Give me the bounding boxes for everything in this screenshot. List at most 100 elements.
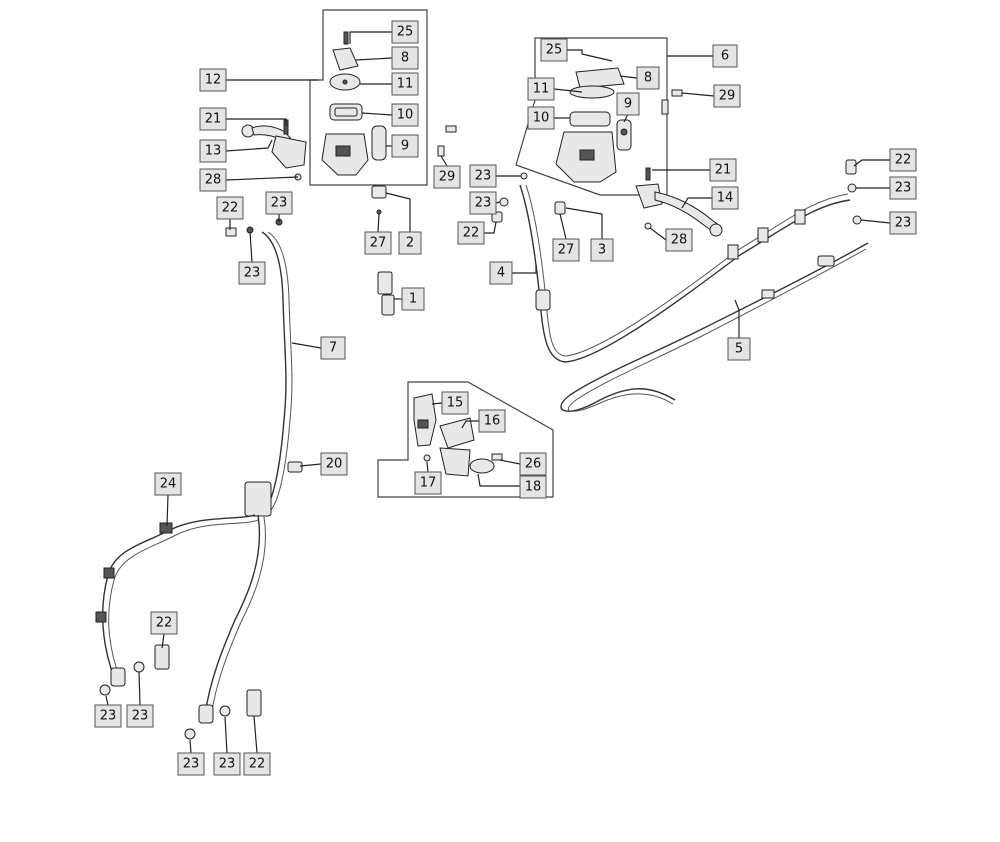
callout-29b: 29 [713, 84, 741, 108]
svg-text:27: 27 [370, 236, 387, 251]
svg-text:23: 23 [219, 757, 236, 772]
svg-text:28: 28 [671, 233, 688, 248]
svg-text:22: 22 [222, 201, 239, 216]
svg-text:15: 15 [447, 396, 464, 411]
svg-text:9: 9 [401, 139, 409, 154]
left-master-cylinder-group-frame [309, 9, 428, 186]
small-fastener-parts [99, 89, 862, 740]
callout-4: 4 [489, 261, 513, 285]
callout-23c: 23 [469, 164, 497, 188]
callout-22c: 22 [457, 221, 485, 245]
svg-text:21: 21 [205, 112, 222, 127]
brake-switch-group-frame [377, 381, 554, 498]
svg-text:23: 23 [132, 709, 149, 724]
callout-14: 14 [711, 186, 739, 210]
callout-13: 13 [199, 139, 227, 163]
callout-3: 3 [590, 238, 614, 262]
svg-text:23: 23 [244, 266, 261, 281]
callout-23e: 23 [469, 191, 497, 215]
svg-text:14: 14 [717, 191, 734, 206]
brake-switch-parts [413, 393, 503, 477]
svg-text:28: 28 [205, 173, 222, 188]
svg-text:25: 25 [546, 43, 563, 58]
callout-2: 2 [398, 231, 422, 255]
svg-text:23: 23 [475, 196, 492, 211]
callout-22d: 22 [150, 611, 178, 635]
callout-10a: 10 [391, 103, 419, 127]
svg-text:24: 24 [160, 477, 177, 492]
callout-6: 6 [712, 44, 738, 68]
callout-23f: 23 [889, 211, 917, 235]
svg-text:17: 17 [420, 476, 437, 491]
callout-23j: 23 [213, 752, 241, 776]
left-master-cylinder-parts [321, 31, 387, 176]
callout-9b: 9 [616, 92, 640, 116]
svg-text:29: 29 [439, 170, 456, 185]
leader-lines [105, 31, 891, 754]
callout-7: 7 [320, 336, 346, 360]
svg-text:23: 23 [895, 181, 912, 196]
svg-text:29: 29 [719, 89, 736, 104]
left-brake-lever-13 [241, 119, 307, 181]
svg-text:12: 12 [205, 73, 222, 88]
callout-16: 16 [478, 409, 506, 433]
svg-text:10: 10 [397, 108, 414, 123]
svg-text:13: 13 [205, 144, 222, 159]
svg-text:22: 22 [463, 226, 480, 241]
callout-21b: 21 [709, 158, 737, 182]
svg-text:4: 4 [497, 266, 505, 281]
callout-24: 24 [154, 472, 182, 496]
svg-text:23: 23 [183, 757, 200, 772]
callout-23i: 23 [177, 752, 205, 776]
svg-text:20: 20 [326, 457, 343, 472]
callout-1: 1 [401, 287, 425, 311]
callout-28a: 28 [199, 168, 227, 192]
right-brake-lever-14 [635, 167, 723, 237]
svg-text:11: 11 [397, 77, 414, 92]
svg-text:21: 21 [715, 163, 732, 178]
callout-10b: 10 [527, 106, 555, 130]
svg-text:1: 1 [409, 292, 417, 307]
svg-text:3: 3 [598, 243, 606, 258]
svg-text:23: 23 [100, 709, 117, 724]
callout-28b: 28 [665, 228, 693, 252]
svg-text:22: 22 [156, 616, 173, 631]
front-brake-hose-7 [95, 231, 293, 724]
callout-23h: 23 [126, 704, 154, 728]
callout-23d: 23 [889, 176, 917, 200]
svg-text:7: 7 [329, 341, 337, 356]
svg-text:26: 26 [525, 457, 542, 472]
svg-text:23: 23 [475, 169, 492, 184]
callout-22b: 22 [889, 148, 917, 172]
svg-text:10: 10 [533, 111, 550, 126]
callout-25b: 25 [540, 38, 568, 62]
callout-5: 5 [727, 337, 751, 361]
callout-17: 17 [414, 471, 442, 495]
svg-text:22: 22 [895, 153, 912, 168]
svg-text:27: 27 [558, 243, 575, 258]
right-master-cylinder-parts [555, 53, 632, 183]
svg-text:25: 25 [397, 25, 414, 40]
callout-12: 12 [199, 68, 227, 92]
callout-26: 26 [519, 452, 547, 476]
callout-23b: 23 [238, 261, 266, 285]
callout-22e: 22 [243, 752, 271, 776]
callout-23g: 23 [94, 704, 122, 728]
callout-23a: 23 [265, 191, 293, 215]
callout-22a: 22 [216, 196, 244, 220]
callout-29a: 29 [433, 165, 461, 189]
svg-text:8: 8 [401, 51, 409, 66]
callout-11b: 11 [527, 77, 555, 101]
svg-text:23: 23 [895, 216, 912, 231]
svg-text:9: 9 [624, 97, 632, 112]
svg-text:11: 11 [533, 82, 550, 97]
svg-text:22: 22 [249, 757, 266, 772]
callout-8a: 8 [391, 46, 419, 70]
callout-9a: 9 [391, 134, 419, 158]
callout-18: 18 [519, 475, 547, 499]
callout-21a: 21 [199, 107, 227, 131]
svg-text:23: 23 [271, 196, 288, 211]
parking-brake-cable-5 [560, 242, 869, 412]
callout-15: 15 [441, 391, 469, 415]
svg-text:16: 16 [484, 414, 501, 429]
